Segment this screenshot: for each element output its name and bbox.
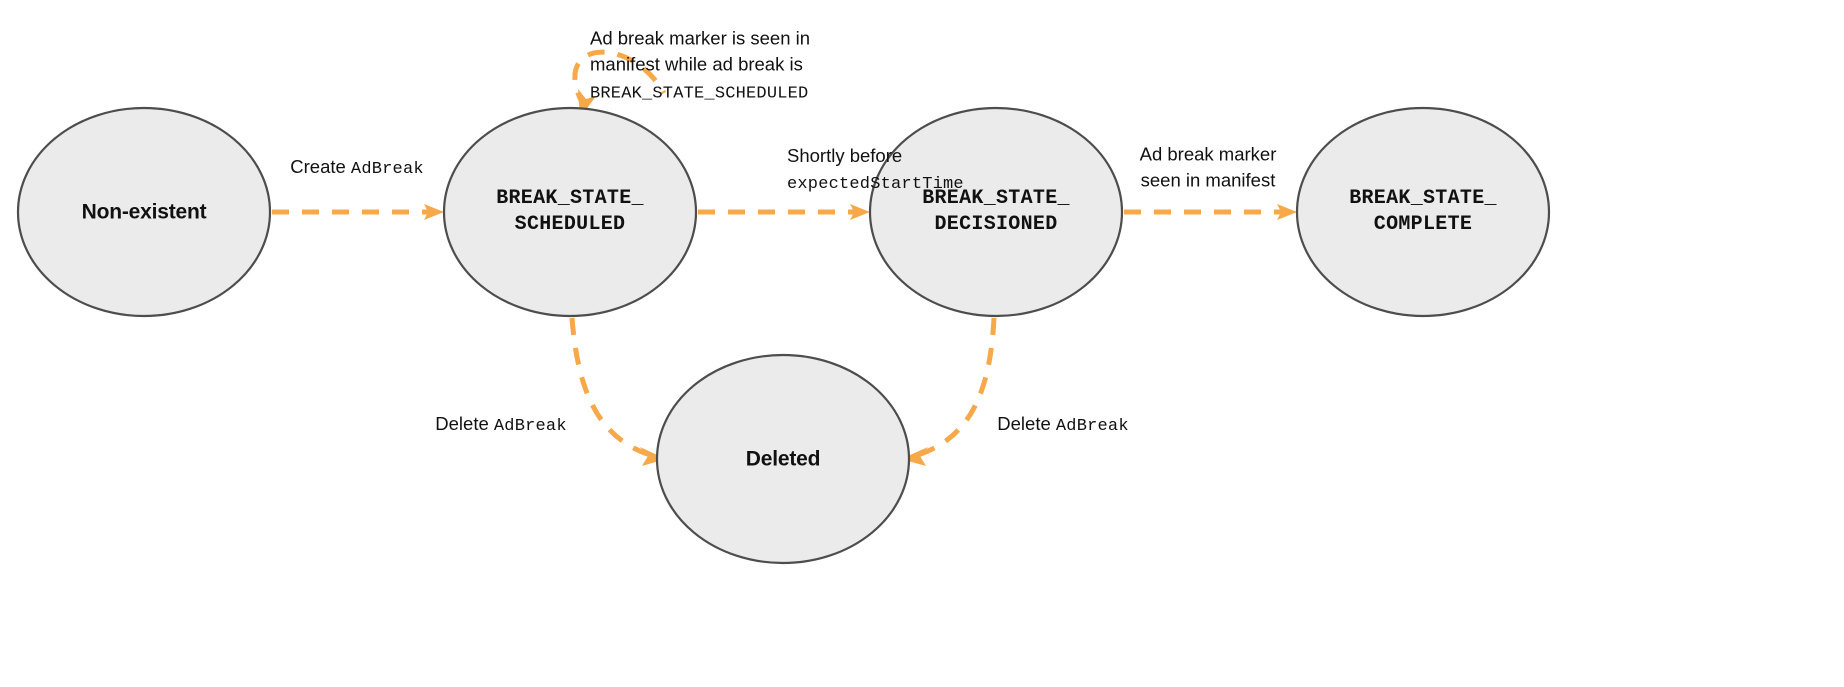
node-break-state-decisioned[interactable] xyxy=(868,106,1124,318)
node-non-existent[interactable] xyxy=(16,106,272,318)
arrowhead xyxy=(640,447,666,466)
arrowhead xyxy=(424,204,444,220)
edge-decisioned-to-complete xyxy=(1124,204,1297,220)
arrowhead xyxy=(850,204,870,220)
node-deleted[interactable] xyxy=(655,353,911,565)
edge-decisioned-to-deleted xyxy=(901,317,997,466)
node-break-state-complete[interactable] xyxy=(1295,106,1551,318)
node-break-state-scheduled[interactable] xyxy=(442,106,698,318)
edge-scheduled-to-decisioned xyxy=(698,204,870,220)
edge-create-adbreak xyxy=(272,204,444,220)
edge-scheduled-to-deleted xyxy=(569,317,666,466)
arrowhead xyxy=(1277,204,1297,220)
arrowhead xyxy=(901,447,928,466)
